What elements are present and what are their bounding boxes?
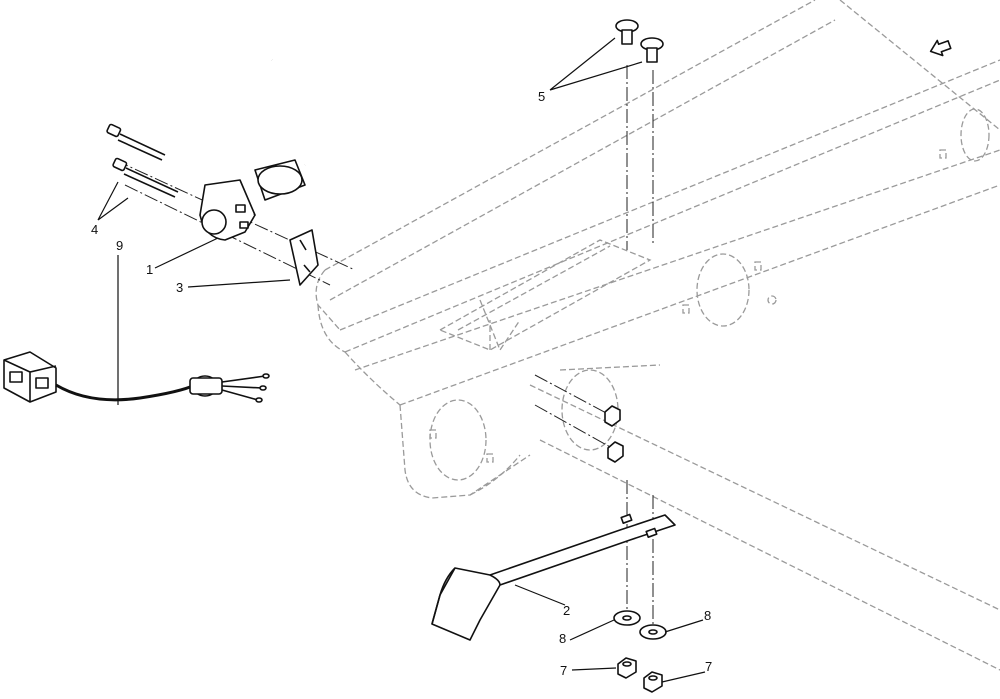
vehicle-frame [315,0,1000,671]
clevis-pin-pair [615,19,664,63]
sensor-bracket-clip [289,229,319,286]
callout-labels: 1 3 4 5 9 2 8 8 7 7 [91,89,712,678]
callout-5: 5 [538,89,545,104]
hex-nuts [617,657,663,693]
callout-7a: 7 [560,663,567,678]
callout-3: 3 [176,280,183,295]
callout-7b: 7 [705,659,712,674]
flat-washers [613,610,667,640]
wiring-harness [3,351,270,403]
front-direction-arrow-icon [929,39,952,57]
callout-1: 1 [146,262,153,277]
mounting-bolts [106,123,179,198]
callout-2: 2 [563,603,570,618]
callout-8b: 8 [704,608,711,623]
crossmember-nuts [604,405,624,463]
leader-lines [97,37,706,683]
callout-4: 4 [91,222,98,237]
sensor-assembly [199,58,309,241]
assembly-centerlines [114,65,654,625]
callout-9: 9 [116,238,123,253]
mounting-bracket [431,513,676,641]
callout-8a: 8 [559,631,566,646]
